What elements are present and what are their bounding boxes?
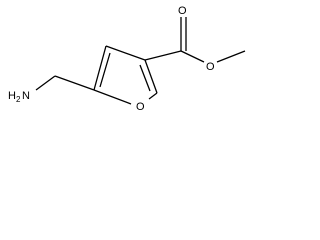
- bond-ring-carbonyl: [144, 50, 182, 61]
- bond-c3-c4: [93, 45, 107, 91]
- bond-c2-c1: [144, 59, 158, 94]
- bond-c4-ch2: [54, 75, 95, 91]
- bond-c2-c1-inner: [139, 64, 151, 92]
- bond-ch2-n: [35, 75, 56, 91]
- atom-label-carbonyl-oxygen: O: [178, 5, 187, 17]
- bond-carbonyl-ester-o: [180, 50, 205, 63]
- atom-label-nh2-h: H: [8, 90, 16, 102]
- atom-label-nh2-n: N: [22, 90, 30, 102]
- atom-label-nh2-subscript: 2: [16, 95, 21, 104]
- bond-c3-c2: [105, 45, 146, 61]
- bond-c1-o: [148, 92, 158, 100]
- chemical-structure-diagram: H 2 N O O O: [8, 5, 246, 113]
- bond-ester-o-methyl: [216, 50, 246, 63]
- bond-o-c4: [93, 89, 132, 105]
- bond-c3-c4-inner: [99, 52, 111, 88]
- atom-label-ester-oxygen: O: [206, 61, 215, 73]
- atom-label-ring-oxygen: O: [136, 101, 145, 113]
